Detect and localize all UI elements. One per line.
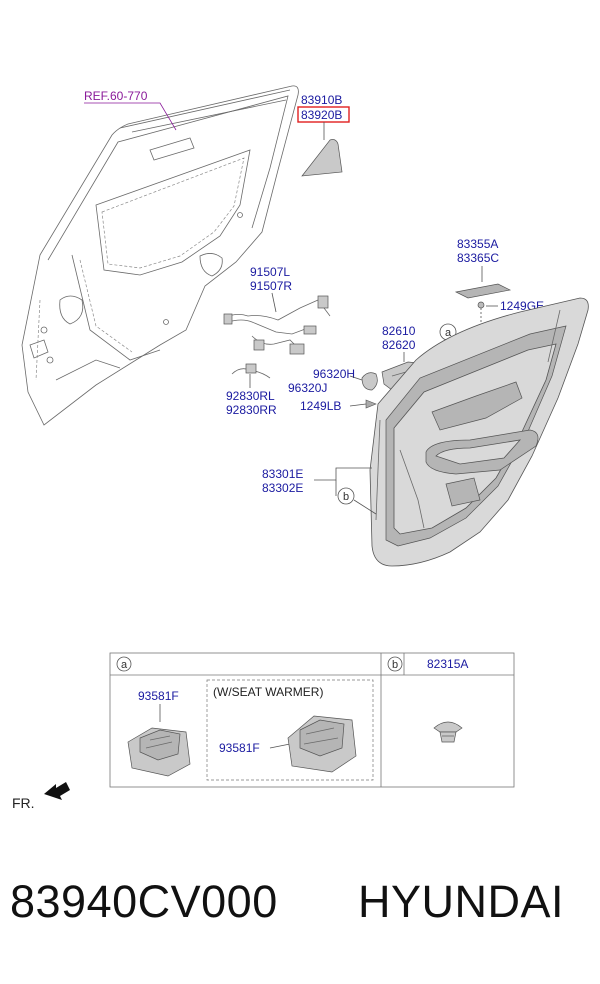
highlight-box-83920B <box>297 106 350 123</box>
label-83355A[interactable]: 83355A <box>457 237 498 251</box>
table-cell2-part[interactable]: 93581F <box>219 741 260 755</box>
label-83301E[interactable]: 83301E <box>262 467 303 481</box>
label-83910B[interactable]: 83910B <box>301 93 342 107</box>
door-frame-drawing <box>21 85 299 426</box>
label-83302E[interactable]: 83302E <box>262 481 303 495</box>
front-arrow-icon <box>44 782 70 800</box>
label-1249LB[interactable]: 1249LB <box>300 399 341 413</box>
seat-warmer-label[interactable]: (W/SEAT WARMER) <box>213 685 323 699</box>
label-91507R[interactable]: 91507R <box>250 279 292 293</box>
label-92830RL[interactable]: 92830RL <box>226 389 275 403</box>
pad-part <box>454 283 512 299</box>
footer-brand[interactable]: HYUNDAI <box>358 876 565 927</box>
tweeter-part <box>361 372 378 391</box>
label-82620[interactable]: 82620 <box>382 338 416 352</box>
screw-1249GE <box>477 301 485 309</box>
label-92830RR[interactable]: 92830RR <box>226 403 277 417</box>
callout-b-text[interactable]: b <box>343 491 349 503</box>
label-96320H[interactable]: 96320H <box>313 367 355 381</box>
door-trim-panel <box>369 297 589 567</box>
wiring-harness-drawing <box>223 295 331 355</box>
table-header-a-circle <box>116 656 132 672</box>
footer-part-number[interactable]: 83940CV000 <box>10 876 278 927</box>
label-82610[interactable]: 82610 <box>382 324 416 338</box>
window-switch-single-part <box>127 727 191 777</box>
table-header-b-circle <box>387 656 403 672</box>
ref-label[interactable]: REF.60-770 <box>84 89 148 103</box>
table-header-a[interactable]: a <box>121 659 128 671</box>
table-header-b[interactable]: b <box>392 659 398 671</box>
callout-a-text[interactable]: a <box>445 327 452 339</box>
label-83365C[interactable]: 83365C <box>457 251 499 265</box>
table-cell1-part[interactable]: 93581F <box>138 689 179 703</box>
label-96320J[interactable]: 96320J <box>288 381 327 395</box>
label-83920B[interactable]: 83920B <box>301 108 342 122</box>
label-91507L[interactable]: 91507L <box>250 265 290 279</box>
courtesy-lamp-drawing <box>231 363 271 379</box>
callout-b-circle <box>337 487 355 505</box>
table-header-b-part[interactable]: 82315A <box>427 657 468 671</box>
fr-label[interactable]: FR. <box>12 795 35 811</box>
window-switch-seat-warmer-part <box>287 715 357 773</box>
clip-82315A-part <box>433 721 463 743</box>
screw-1249LB <box>365 399 377 409</box>
triangle-cover-part <box>301 139 343 177</box>
